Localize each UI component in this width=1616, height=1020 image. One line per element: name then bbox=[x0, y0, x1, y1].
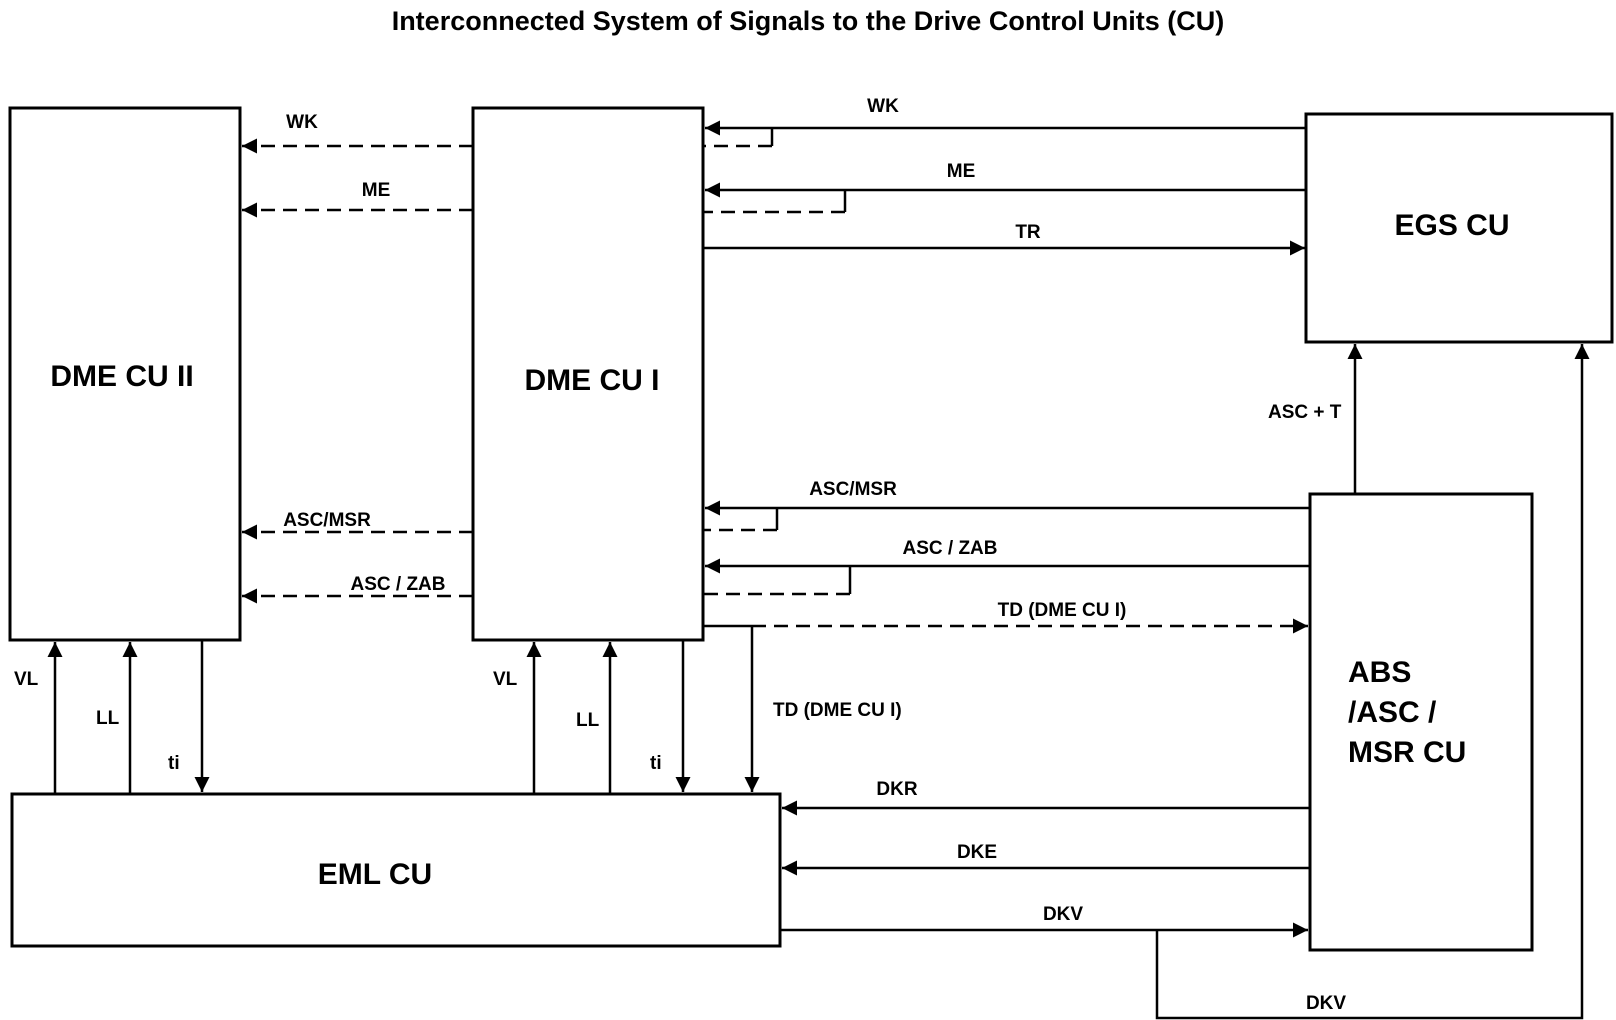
diagram-title: Interconnected System of Signals to the … bbox=[392, 6, 1225, 36]
tr-to-egs: TR bbox=[703, 222, 1305, 256]
eml-cu-block: EML CU bbox=[10, 792, 782, 948]
dme-cu-2-label: DME CU II bbox=[50, 360, 193, 393]
td-to-eml: TD (DME CU I) bbox=[744, 626, 902, 792]
asc-msr-to-dme-2: ASC/MSR bbox=[242, 510, 473, 540]
eml-cu-label: EML CU bbox=[318, 858, 432, 891]
asc-t-label: ASC + T bbox=[1268, 402, 1342, 423]
me-to-dme-2: ME bbox=[242, 180, 473, 218]
dme-cu-1-label: DME CU I bbox=[525, 364, 660, 397]
asc-t-to-egs: ASC + T bbox=[1268, 344, 1363, 494]
abs-label-line-2: /ASC / bbox=[1348, 696, 1437, 729]
ti-dme-1-label: ti bbox=[650, 753, 662, 774]
dkv-to-egs: DKV bbox=[1155, 344, 1590, 1020]
ll-to-dme-2: LL bbox=[96, 642, 138, 794]
tr-label: TR bbox=[1015, 222, 1041, 243]
abs-label-line-3: MSR CU bbox=[1348, 736, 1466, 769]
wk-to-dme-2: WK bbox=[242, 112, 473, 154]
ti-from-dme-1: ti bbox=[650, 640, 691, 792]
wk-top-label: WK bbox=[867, 96, 899, 117]
vl-dme-2-label: VL bbox=[14, 669, 39, 690]
asc-zab-right-label: ASC / ZAB bbox=[903, 538, 998, 559]
dme-cu-1-block: DME CU I bbox=[471, 106, 705, 642]
me-from-egs: ME bbox=[703, 161, 1306, 214]
asc-msr-right-label: ASC/MSR bbox=[809, 479, 897, 500]
ll-dme-2-label: LL bbox=[96, 708, 120, 729]
td-horizontal-label: TD (DME CU I) bbox=[998, 600, 1127, 621]
dke-label: DKE bbox=[957, 842, 997, 863]
td-vertical-label: TD (DME CU I) bbox=[773, 700, 902, 721]
td-to-abs: TD (DME CU I) bbox=[703, 600, 1308, 634]
abs-label-line-1: ABS bbox=[1348, 656, 1411, 689]
vl-dme-1-label: VL bbox=[493, 669, 518, 690]
dke-to-eml: DKE bbox=[782, 842, 1310, 876]
me-left-label: ME bbox=[362, 180, 391, 201]
asc-msr-left-label: ASC/MSR bbox=[283, 510, 371, 531]
dkv-to-abs: DKV bbox=[780, 904, 1308, 938]
asc-zab-from-abs: ASC / ZAB bbox=[703, 538, 1310, 596]
dkr-label: DKR bbox=[876, 779, 917, 800]
vl-to-dme-2: VL bbox=[14, 642, 63, 794]
ll-to-dme-1: LL bbox=[576, 642, 618, 794]
ll-dme-1-label: LL bbox=[576, 710, 600, 731]
asc-msr-from-abs: ASC/MSR bbox=[703, 479, 1310, 532]
egs-cu-block: EGS CU bbox=[1304, 112, 1614, 344]
ti-from-dme-2: ti bbox=[168, 640, 210, 792]
asc-zab-to-dme-2: ASC / ZAB bbox=[242, 574, 473, 604]
abs-asc-msr-cu-block: ABS /ASC / MSR CU bbox=[1308, 492, 1534, 952]
asc-zab-left-label: ASC / ZAB bbox=[351, 574, 446, 595]
dkv-bottom-label: DKV bbox=[1306, 993, 1346, 1014]
dkr-to-eml: DKR bbox=[782, 779, 1310, 816]
dkv-label: DKV bbox=[1043, 904, 1083, 925]
wk-from-egs: WK bbox=[703, 96, 1306, 148]
me-top-label: ME bbox=[947, 161, 976, 182]
egs-cu-label: EGS CU bbox=[1394, 209, 1509, 242]
ti-dme-2-label: ti bbox=[168, 753, 180, 774]
dme-cu-2-block: DME CU II bbox=[8, 106, 242, 642]
vl-to-dme-1: VL bbox=[493, 642, 542, 794]
wk-left-label: WK bbox=[286, 112, 318, 133]
